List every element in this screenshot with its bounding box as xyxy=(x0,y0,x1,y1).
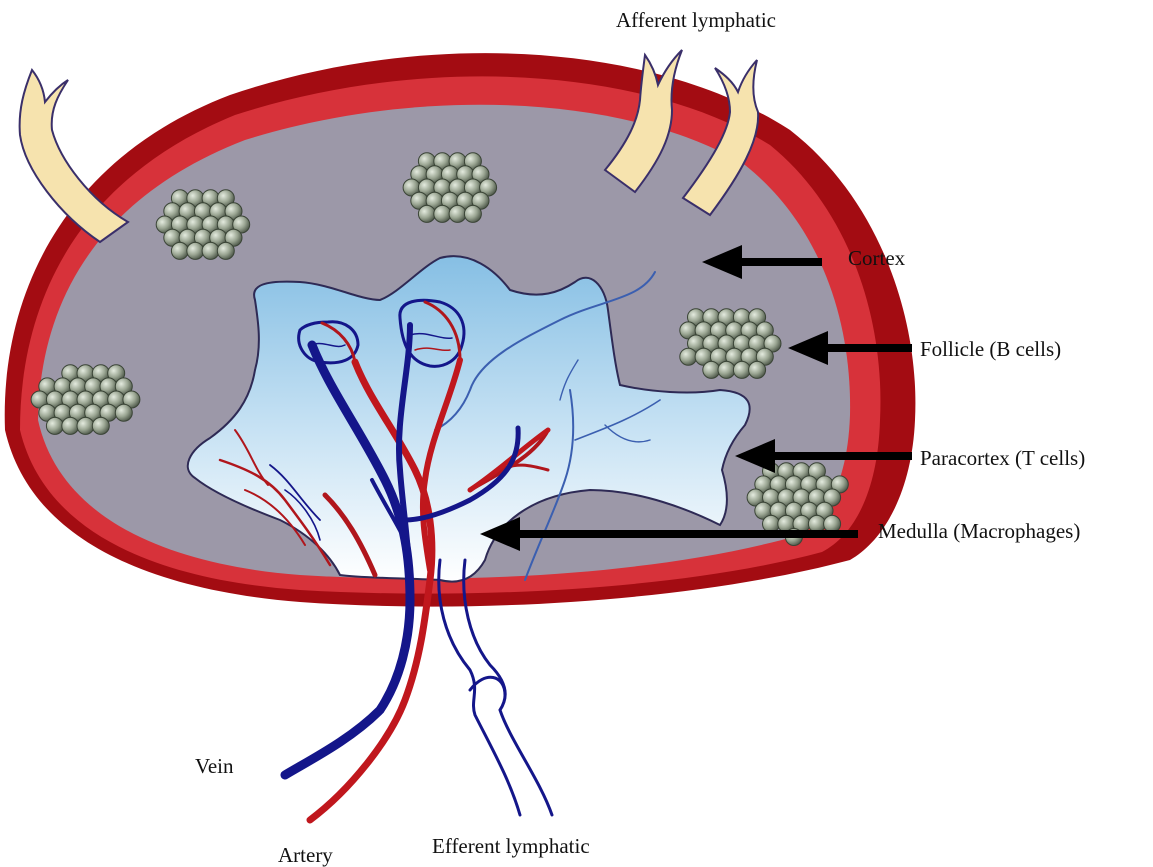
label-afferent-lymphatic: Afferent lymphatic xyxy=(616,8,776,32)
b-cell xyxy=(115,404,132,421)
b-cell xyxy=(449,205,466,222)
b-cell xyxy=(434,205,451,222)
label-vein: Vein xyxy=(195,754,234,778)
label-efferent-lymphatic: Efferent lymphatic xyxy=(432,834,590,858)
b-cell xyxy=(62,417,79,434)
label-follicle: Follicle (B cells) xyxy=(920,337,1061,361)
b-cell xyxy=(171,242,188,259)
b-cell xyxy=(418,205,435,222)
b-cell xyxy=(763,515,780,532)
b-cell xyxy=(718,361,735,378)
label-cortex: Cortex xyxy=(848,246,906,270)
b-cell xyxy=(808,515,825,532)
label-artery: Artery xyxy=(278,843,333,867)
b-cell xyxy=(733,361,750,378)
b-cell xyxy=(92,417,109,434)
b-cell xyxy=(824,515,841,532)
label-medulla: Medulla (Macrophages) xyxy=(878,519,1080,543)
b-cell xyxy=(464,205,481,222)
afferent-vessel-left xyxy=(20,70,128,242)
b-cell xyxy=(187,242,204,259)
b-cell xyxy=(77,417,94,434)
b-cell xyxy=(217,242,234,259)
b-cell xyxy=(680,348,697,365)
b-cell xyxy=(46,417,63,434)
b-cell xyxy=(749,361,766,378)
b-cell xyxy=(703,361,720,378)
b-cell xyxy=(202,242,219,259)
label-paracortex: Paracortex (T cells) xyxy=(920,446,1085,470)
